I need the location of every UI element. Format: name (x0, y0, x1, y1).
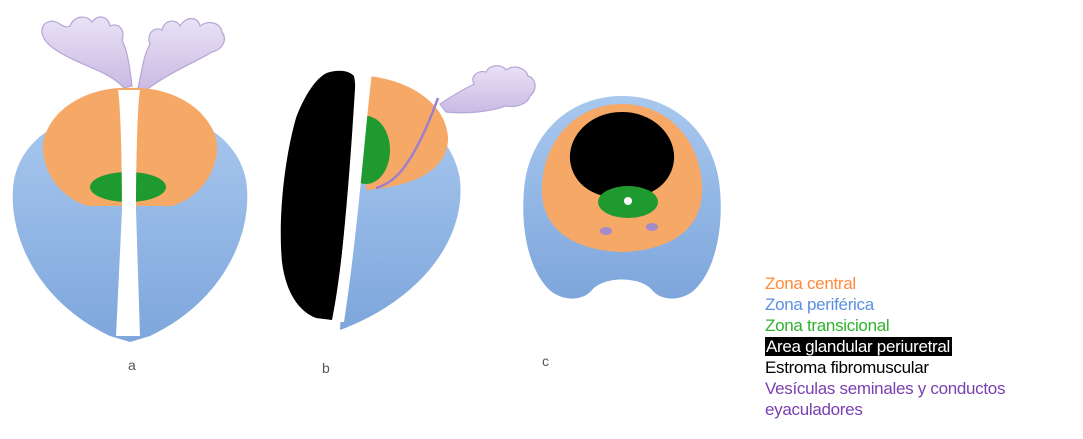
legend: Zona central Zona periférica Zona transi… (765, 273, 1080, 420)
legend-item-periurethral-area: Area glandular periuretral (765, 336, 1080, 357)
ejaculatory-duct (646, 223, 658, 231)
panel-label-c: c (542, 353, 549, 369)
legend-item-seminal-vesicles: Vesículas seminales y conductos eyaculad… (765, 378, 1080, 420)
legend-item-central-zone: Zona central (765, 273, 1080, 294)
urethra (624, 197, 632, 205)
legend-label: Zona periférica (765, 295, 874, 314)
legend-label: Zona central (765, 274, 856, 293)
seminal-vesicle-icon (440, 66, 535, 113)
legend-item-peripheral-zone: Zona periférica (765, 294, 1080, 315)
panel-label-b: b (322, 360, 330, 376)
panel-c-diagram (523, 96, 721, 299)
legend-label: Area glandular periuretral (765, 337, 952, 356)
legend-item-transition-zone: Zona transicional (765, 315, 1080, 336)
panel-a-diagram (13, 17, 248, 342)
panel-b-diagram (281, 66, 535, 330)
ejaculatory-duct (600, 227, 612, 235)
legend-item-fibromuscular-stroma: Estroma fibromuscular (765, 357, 1080, 378)
legend-label: Vesículas seminales y conductos eyaculad… (765, 379, 1005, 419)
seminal-vesicle-icon (42, 17, 132, 88)
panel-label-a: a (128, 357, 136, 373)
legend-label: Estroma fibromuscular (765, 358, 929, 377)
legend-label: Zona transicional (765, 316, 889, 335)
seminal-vesicle-icon (138, 19, 224, 91)
